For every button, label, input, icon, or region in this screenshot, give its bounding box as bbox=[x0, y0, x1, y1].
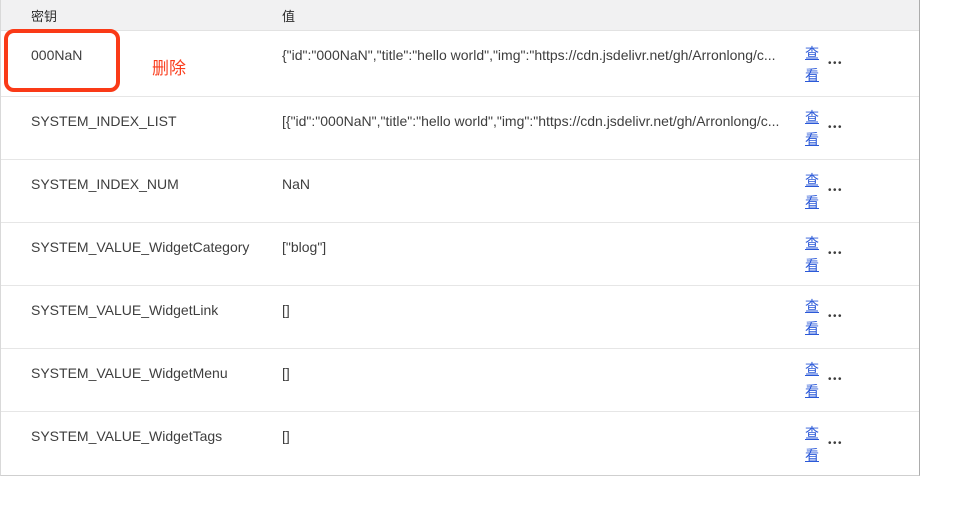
row-key: SYSTEM_INDEX_NUM bbox=[31, 176, 179, 192]
more-menu-icon[interactable]: ••• bbox=[828, 185, 844, 196]
row-value: [] bbox=[282, 302, 290, 318]
more-menu-icon[interactable]: ••• bbox=[828, 437, 844, 449]
row-actions: 查看 ••• bbox=[789, 286, 919, 348]
view-link[interactable]: 查看 bbox=[805, 235, 819, 273]
row-actions: 查看 ••• bbox=[789, 160, 919, 222]
table-row: SYSTEM_INDEX_LIST [{"id":"000NaN","title… bbox=[1, 97, 919, 160]
row-key: 000NaN bbox=[31, 47, 83, 63]
kv-table: 密钥 值 000NaN {"id":"000NaN","title":"hell… bbox=[0, 0, 920, 476]
row-actions: 查看 ••• bbox=[789, 349, 919, 411]
row-actions: 查看 ••• bbox=[789, 223, 919, 285]
row-value: [] bbox=[282, 428, 290, 444]
table-row: SYSTEM_INDEX_NUM NaN 查看 ••• bbox=[1, 160, 919, 223]
row-key: SYSTEM_VALUE_WidgetLink bbox=[31, 302, 219, 318]
row-value: [] bbox=[282, 365, 290, 381]
row-key: SYSTEM_VALUE_WidgetCategory bbox=[31, 239, 250, 255]
view-link[interactable]: 查看 bbox=[805, 172, 819, 210]
row-key: SYSTEM_VALUE_WidgetTags bbox=[31, 428, 223, 444]
row-key: SYSTEM_VALUE_WidgetMenu bbox=[31, 365, 228, 381]
column-header-key: 密钥 bbox=[31, 8, 58, 24]
row-actions: 查看 ••• bbox=[789, 31, 919, 96]
table-row: SYSTEM_VALUE_WidgetTags [] 查看 ••• bbox=[1, 412, 919, 475]
row-key: SYSTEM_INDEX_LIST bbox=[31, 113, 177, 129]
delete-annotation-label: 删除 bbox=[152, 59, 186, 78]
column-header-value: 值 bbox=[282, 8, 296, 24]
row-value: {"id":"000NaN","title":"hello world","im… bbox=[282, 47, 776, 63]
more-menu-icon[interactable]: ••• bbox=[828, 374, 844, 385]
more-menu-icon[interactable]: ••• bbox=[828, 311, 844, 322]
row-actions: 查看 ••• bbox=[789, 412, 919, 475]
row-value: ["blog"] bbox=[282, 239, 327, 255]
view-link[interactable]: 查看 bbox=[805, 424, 819, 463]
view-link[interactable]: 查看 bbox=[805, 361, 819, 399]
view-link[interactable]: 查看 bbox=[805, 44, 819, 83]
table-row: SYSTEM_VALUE_WidgetLink [] 查看 ••• bbox=[1, 286, 919, 349]
row-value: [{"id":"000NaN","title":"hello world","i… bbox=[282, 113, 780, 129]
more-menu-icon[interactable]: ••• bbox=[828, 57, 844, 69]
table-row: 000NaN {"id":"000NaN","title":"hello wor… bbox=[1, 31, 919, 97]
view-link[interactable]: 查看 bbox=[805, 298, 819, 336]
more-menu-icon[interactable]: ••• bbox=[828, 248, 844, 259]
row-value: NaN bbox=[282, 176, 311, 192]
table-header-row: 密钥 值 bbox=[1, 0, 919, 31]
table-row: SYSTEM_VALUE_WidgetCategory ["blog"] 查看 … bbox=[1, 223, 919, 286]
more-menu-icon[interactable]: ••• bbox=[828, 122, 844, 133]
row-actions: 查看 ••• bbox=[789, 97, 919, 159]
table-row: SYSTEM_VALUE_WidgetMenu [] 查看 ••• bbox=[1, 349, 919, 412]
view-link[interactable]: 查看 bbox=[805, 109, 819, 147]
